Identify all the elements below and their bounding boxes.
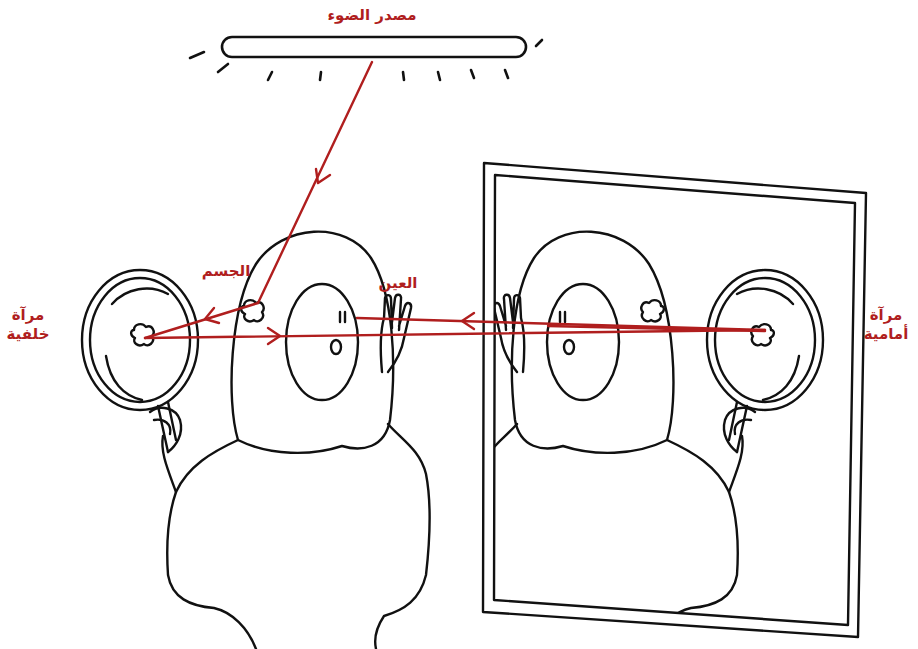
light-tick (320, 72, 321, 80)
light-ray (145, 303, 258, 338)
part-label: الجسم (191, 262, 261, 281)
light-ray (548, 326, 765, 331)
light-tick (505, 70, 508, 78)
light-source-bar (222, 37, 526, 57)
reflected-girl (475, 232, 823, 649)
light-tick (471, 70, 474, 78)
light-ray (145, 330, 765, 338)
light-tick (268, 72, 272, 80)
light-rays (145, 62, 765, 344)
ray-arrowhead (268, 328, 280, 344)
light-ray (258, 62, 372, 303)
light-tick (218, 64, 228, 72)
ray-arrowhead (462, 313, 474, 329)
part-label: مرآة خلفية (3, 306, 53, 344)
ray-arrowhead (205, 308, 219, 323)
front-mirror (483, 163, 866, 637)
light-tick (403, 72, 404, 80)
part-label: مصدر الضوء (302, 6, 442, 25)
light-tick (536, 40, 542, 46)
light-tick (438, 72, 440, 80)
mirror-frame (483, 163, 866, 637)
light-ray (357, 318, 765, 330)
girl-figure (82, 232, 430, 649)
part-label: العين (363, 274, 433, 293)
reflection (475, 232, 823, 649)
ray-arrowhead (316, 169, 330, 183)
light-tick (190, 52, 204, 58)
part-label: مرآة أمامية (857, 306, 915, 344)
